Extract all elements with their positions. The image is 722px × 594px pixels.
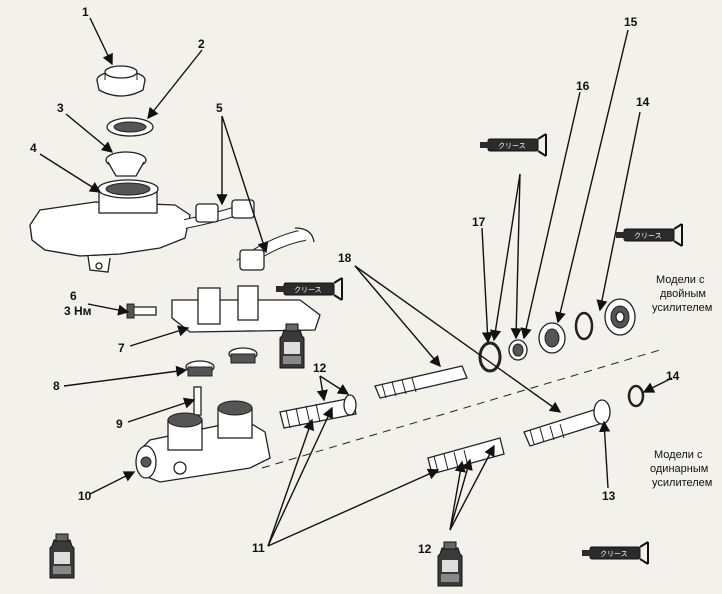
seal-14-dual: [604, 298, 636, 336]
callout-18: 18: [338, 251, 352, 265]
callout-4: 4: [30, 141, 37, 155]
snap-ring-14-single: [627, 384, 645, 408]
callout-12-lower: 12: [418, 542, 432, 556]
callout-9: 9: [116, 417, 123, 431]
grease-tube-top: クリース: [479, 133, 547, 157]
grease-jar-bottom: [437, 541, 463, 587]
torque-label: 3 Нм: [64, 304, 92, 318]
callout-13: 13: [602, 489, 616, 503]
strainer: [105, 151, 147, 177]
callout-10: 10: [78, 489, 92, 503]
callout-3: 3: [57, 101, 64, 115]
seal-16: [538, 322, 566, 354]
callout-5: 5: [216, 101, 223, 115]
callout-6: 6: [70, 289, 77, 303]
seal-small: [508, 339, 528, 361]
callout-2: 2: [198, 37, 205, 51]
piston-spring-upper-a: [279, 394, 357, 429]
caption-dual-line2: двойным: [660, 288, 706, 300]
callout-16: 16: [576, 79, 590, 93]
bolt: [126, 303, 157, 319]
callout-17: 17: [472, 215, 486, 229]
piston-spring-upper-b: [374, 365, 468, 399]
svg-text:クリース: クリース: [600, 550, 628, 558]
piston-spring-lower-a: [427, 437, 505, 475]
grommets: [185, 347, 258, 377]
callout-7: 7: [118, 341, 125, 355]
piston-spring-lower-b: [523, 399, 611, 447]
callout-1: 1: [82, 5, 89, 19]
reservoir-mount: [171, 285, 321, 333]
callout-14-dual: 14: [636, 95, 650, 109]
reservoir-hoses: [184, 199, 315, 271]
grease-tube-mid: クリース: [275, 277, 343, 301]
leader-lines: [39, 17, 673, 547]
caption-single-line3: усилителем: [652, 477, 712, 489]
reservoir-tank: [29, 179, 191, 273]
callout-14-single: 14: [666, 369, 680, 383]
master-cylinder-body: [135, 400, 271, 483]
callout-15: 15: [624, 15, 638, 29]
grease-tube-bottom: クリース: [581, 541, 649, 565]
cap-seal: [106, 117, 154, 137]
caption-dual-line3: усилителем: [652, 302, 712, 314]
callout-8: 8: [53, 379, 60, 393]
svg-text:クリース: クリース: [634, 232, 662, 240]
grease-tube-right: クリース: [615, 223, 683, 247]
caption-single-line2: одинарным: [650, 463, 708, 475]
snap-ring-15: [574, 311, 594, 341]
callout-11: 11: [252, 541, 265, 555]
svg-text:クリース: クリース: [498, 142, 526, 150]
grease-jar-mid: [279, 323, 305, 369]
reservoir-cap: [96, 65, 146, 97]
caption-single-line1: Модели с: [654, 449, 703, 461]
caption-dual-line1: Модели с: [656, 274, 705, 286]
callout-12-upper: 12: [313, 361, 327, 375]
grease-jar-left: [49, 533, 75, 579]
svg-text:クリース: クリース: [294, 286, 322, 294]
pin: [193, 386, 202, 416]
